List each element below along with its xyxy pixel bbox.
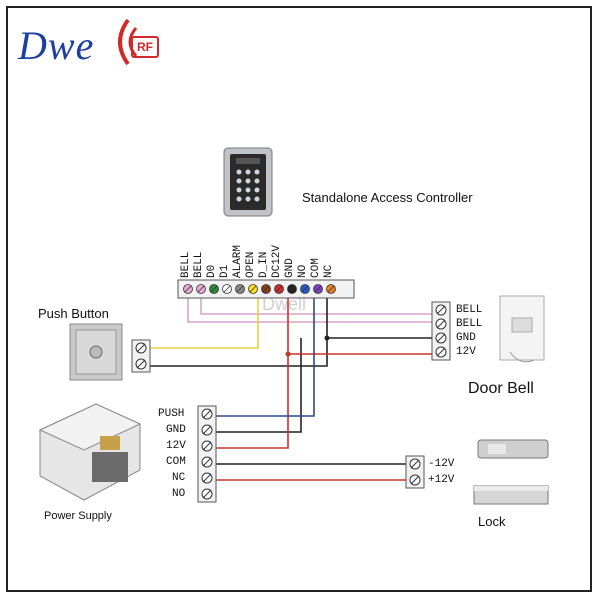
push-button-device [69,323,123,381]
door-bell-device [499,295,545,363]
terminal-screw [261,284,271,294]
terminal-label: GND [284,258,296,278]
lock-terminal-label: +12V [428,474,455,486]
diagram-frame [6,6,592,592]
terminal-screw [326,284,336,294]
psu-terminal-block [197,405,217,503]
controller-label: Standalone Access Controller [302,190,473,205]
doorbell-terminal-block [431,301,451,361]
door-bell-label: Door Bell [468,380,534,397]
psu-terminal-label: NC [172,472,186,484]
doorbell-terminal-label: GND [456,332,476,344]
lock-device [473,439,549,505]
terminal-screw [248,284,258,294]
terminal-label: DC12V [271,244,283,278]
controller-terminal-block [177,279,355,299]
terminal-screw [300,284,310,294]
psu-terminal-label: GND [166,424,186,436]
doorbell-terminal-label: BELL [456,304,483,316]
terminal-label: BELL [180,251,192,278]
terminal-label: BELL [193,251,205,278]
terminal-label: OPEN [245,251,257,278]
terminal-screw [196,284,206,294]
psu-terminal-label: PUSH [158,408,185,420]
power-supply-device [38,403,142,501]
terminal-label: NO [297,264,309,278]
watermark: Dwell [262,294,307,314]
terminal-screw [287,284,297,294]
terminal-label: D0 [206,264,218,278]
lock-label: Lock [478,514,506,529]
terminal-screw [313,284,323,294]
doorbell-terminal-label: 12V [456,346,476,358]
signal-waves-icon [118,18,138,66]
psu-terminal-label: 12V [166,440,186,452]
lock-terminal-label: -12V [428,458,455,470]
push-button-label: Push Button [38,306,109,321]
psu-terminal-label: COM [166,456,186,468]
terminal-label: ALARM [232,244,244,278]
terminal-label: D_IN [258,251,270,278]
terminal-screw [235,284,245,294]
terminal-label: COM [310,258,322,278]
terminal-screw [183,284,193,294]
terminal-label: D1 [219,264,231,278]
terminal-label: NC [323,264,335,278]
keypad-device [223,147,273,217]
brand-badge: RF [131,36,159,58]
lock-terminal-block [405,455,425,489]
doorbell-terminal-label: BELL [456,318,483,330]
brand-logo: Dwe [18,23,95,68]
power-supply-label: Power Supply [44,510,112,522]
terminal-screw [209,284,219,294]
terminal-screw [222,284,232,294]
wires [148,296,437,481]
pushbutton-terminal-block [131,339,151,373]
psu-terminal-label: NO [172,488,186,500]
terminal-screw [274,284,284,294]
